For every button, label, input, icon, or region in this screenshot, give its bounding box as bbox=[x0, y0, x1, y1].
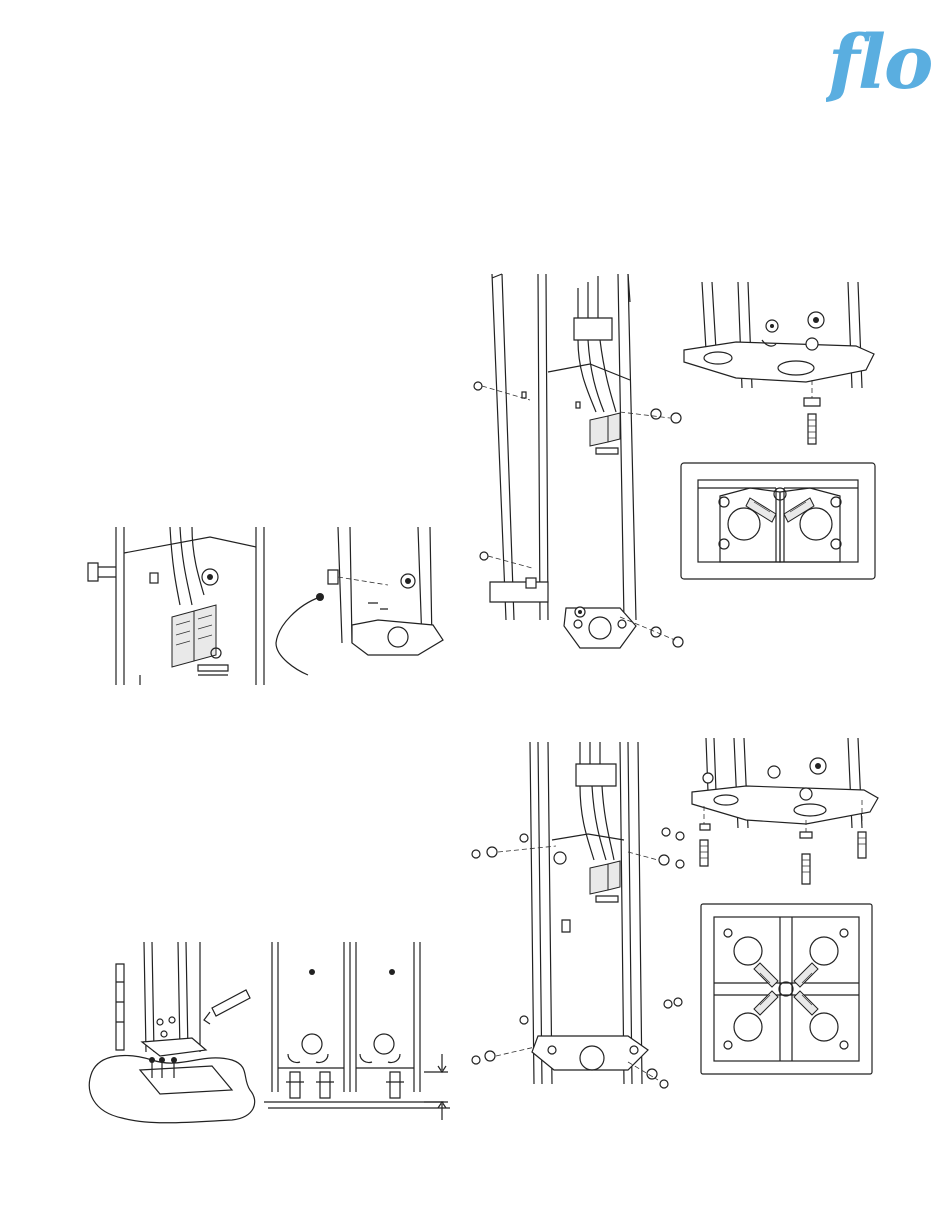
leveling-anchor-installation-illustration bbox=[82, 942, 262, 1132]
flo-logo: flo bbox=[826, 8, 950, 104]
ground-wire-connection-illustration bbox=[268, 525, 453, 685]
flo-logo-text: flo bbox=[826, 20, 931, 104]
single-pedestal-assembly-exploded-illustration bbox=[470, 272, 695, 657]
bolt-into-pedestal-panel-illustration bbox=[80, 525, 270, 690]
leveling-nut-gap-detail-illustration bbox=[264, 942, 454, 1122]
dual-station-top-view-illustration bbox=[680, 462, 876, 580]
quad-station-top-view-illustration bbox=[700, 903, 873, 1075]
flo-logo-icon: flo bbox=[826, 8, 950, 104]
quad-pedestal-assembly-exploded-illustration bbox=[468, 740, 693, 1100]
quad-base-bolt-detail-illustration bbox=[686, 736, 881, 896]
base-plate-bolt-detail-illustration bbox=[676, 280, 881, 455]
